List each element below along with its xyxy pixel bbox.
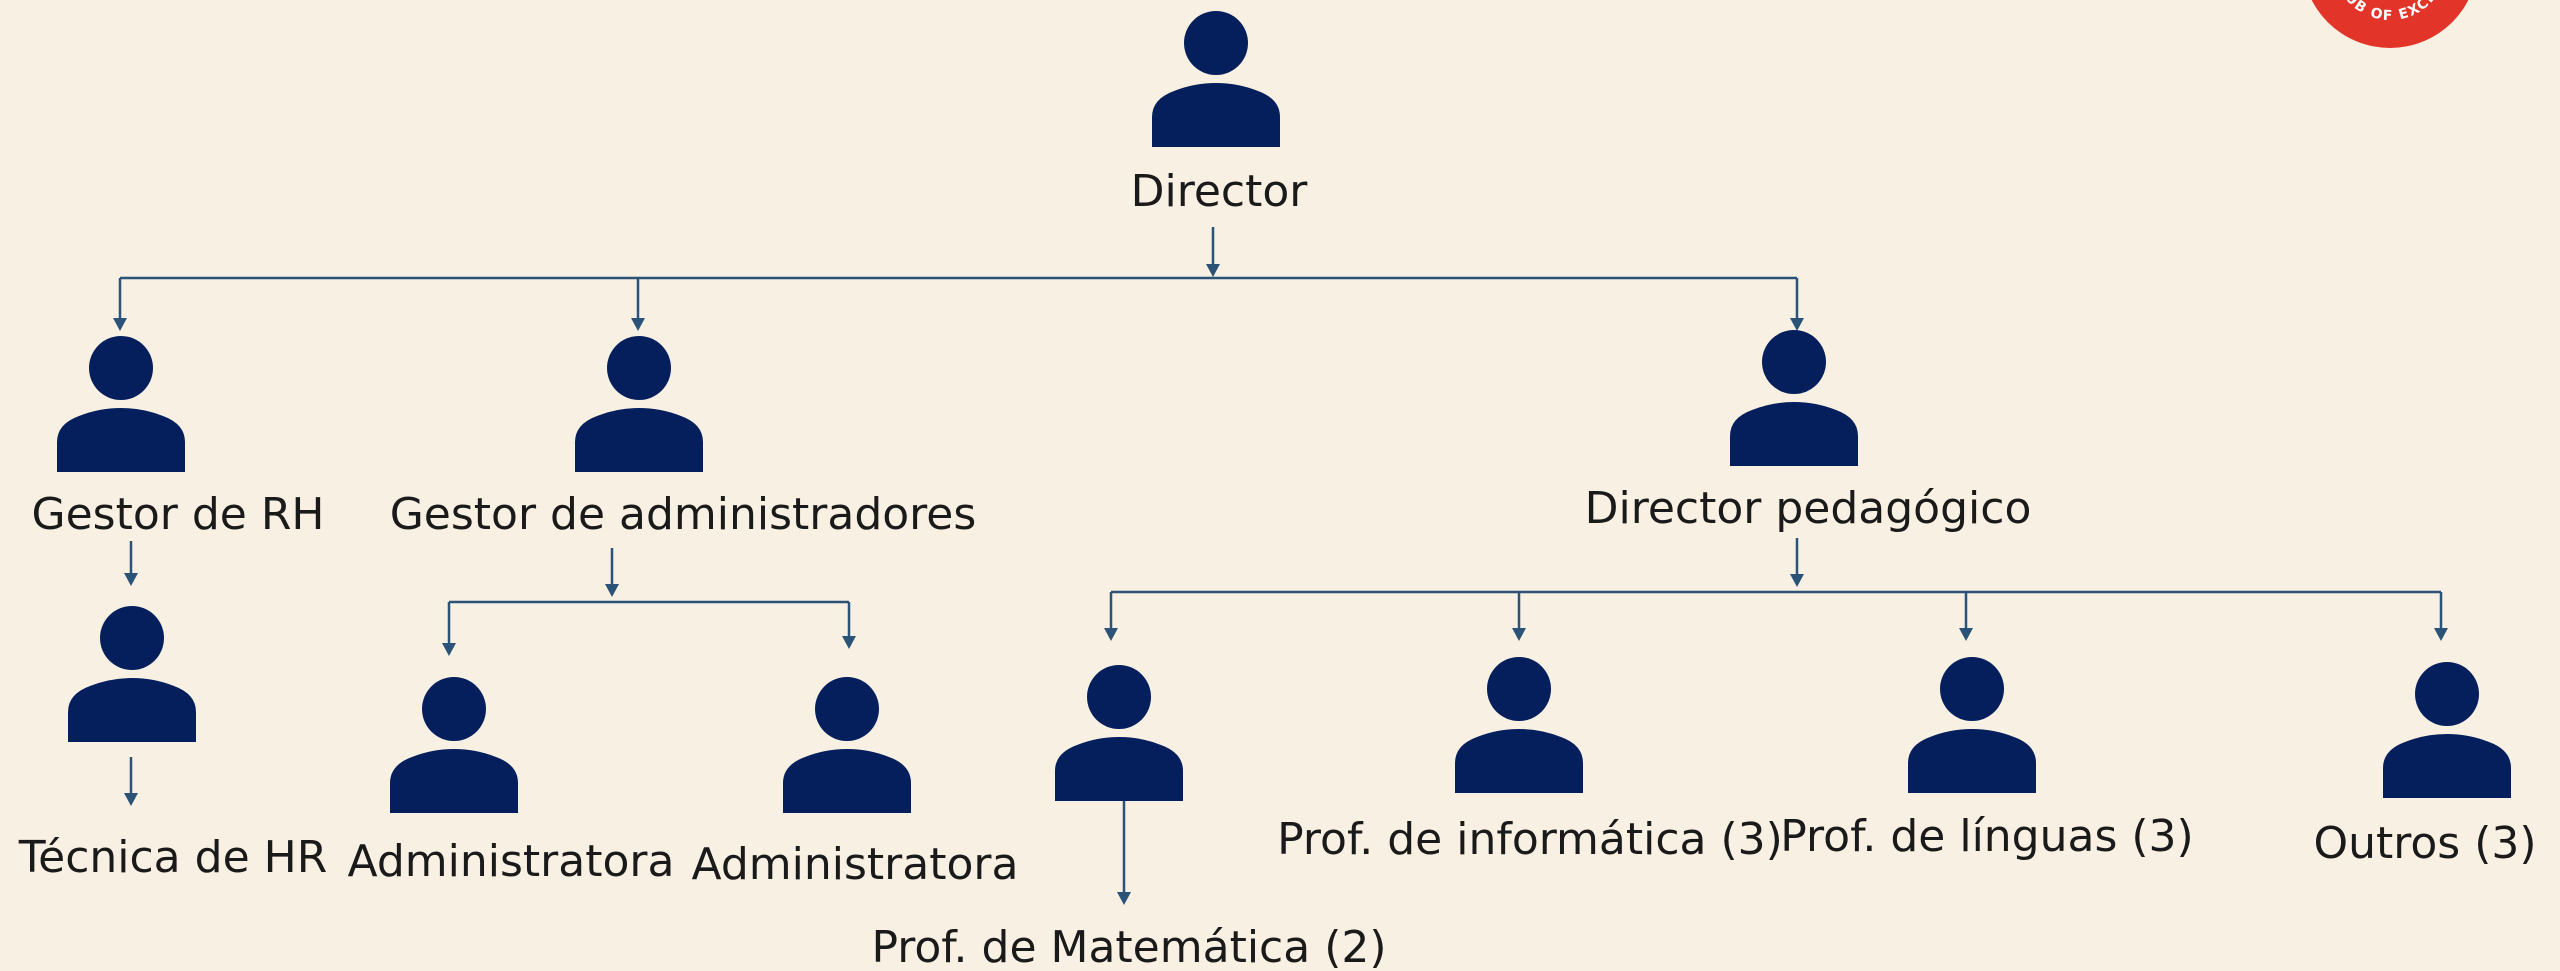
person-icon xyxy=(1055,665,1183,801)
node-prof-linguas: Prof. de línguas (3) xyxy=(1780,657,2194,862)
node-label: Outros (3) xyxy=(2313,818,2536,869)
node-label: Administratora xyxy=(348,836,675,887)
node-administratora-2: Administratora xyxy=(692,677,1019,890)
node-label: Director pedagógico xyxy=(1585,483,2032,534)
person-icon xyxy=(783,677,911,813)
person-icon xyxy=(1908,657,2036,793)
node-director-pedagogico: Director pedagógico xyxy=(1585,330,2032,534)
node-outros: Outros (3) xyxy=(2313,662,2537,869)
arrowheads xyxy=(113,264,2448,905)
node-label: Director xyxy=(1131,166,1309,217)
person-icon xyxy=(390,677,518,813)
node-gestor-rh: Gestor de RH xyxy=(32,336,325,540)
person-icon xyxy=(57,336,185,472)
connector-lines xyxy=(118,227,2443,896)
node-administratora-1: Administratora xyxy=(348,677,675,887)
node-prof-matematica: Prof. de Matemática (2) xyxy=(871,665,1387,971)
person-icon xyxy=(1730,330,1858,466)
node-label: Gestor de administradores xyxy=(390,489,977,540)
node-label: Prof. de línguas (3) xyxy=(1780,811,2193,862)
node-director: Director xyxy=(1131,11,1309,217)
node-label: Gestor de RH xyxy=(32,489,325,540)
node-tecnica-hr: Técnica de HR xyxy=(18,606,328,883)
node-prof-informatica: Prof. de informática (3) xyxy=(1277,657,1783,865)
node-label: Administratora xyxy=(692,839,1019,890)
person-icon xyxy=(1455,657,1583,793)
node-label: Técnica de HR xyxy=(18,832,328,883)
node-label: Prof. de Matemática (2) xyxy=(871,922,1386,971)
person-icon xyxy=(575,336,703,472)
person-icon xyxy=(68,606,196,742)
node-gestor-administradores: Gestor de administradores xyxy=(390,336,977,540)
node-label: Prof. de informática (3) xyxy=(1277,814,1783,865)
person-icon xyxy=(1152,11,1280,147)
badge-logo-icon: HUB OF EXCELLE xyxy=(2295,0,2469,48)
person-icon xyxy=(2383,662,2511,798)
